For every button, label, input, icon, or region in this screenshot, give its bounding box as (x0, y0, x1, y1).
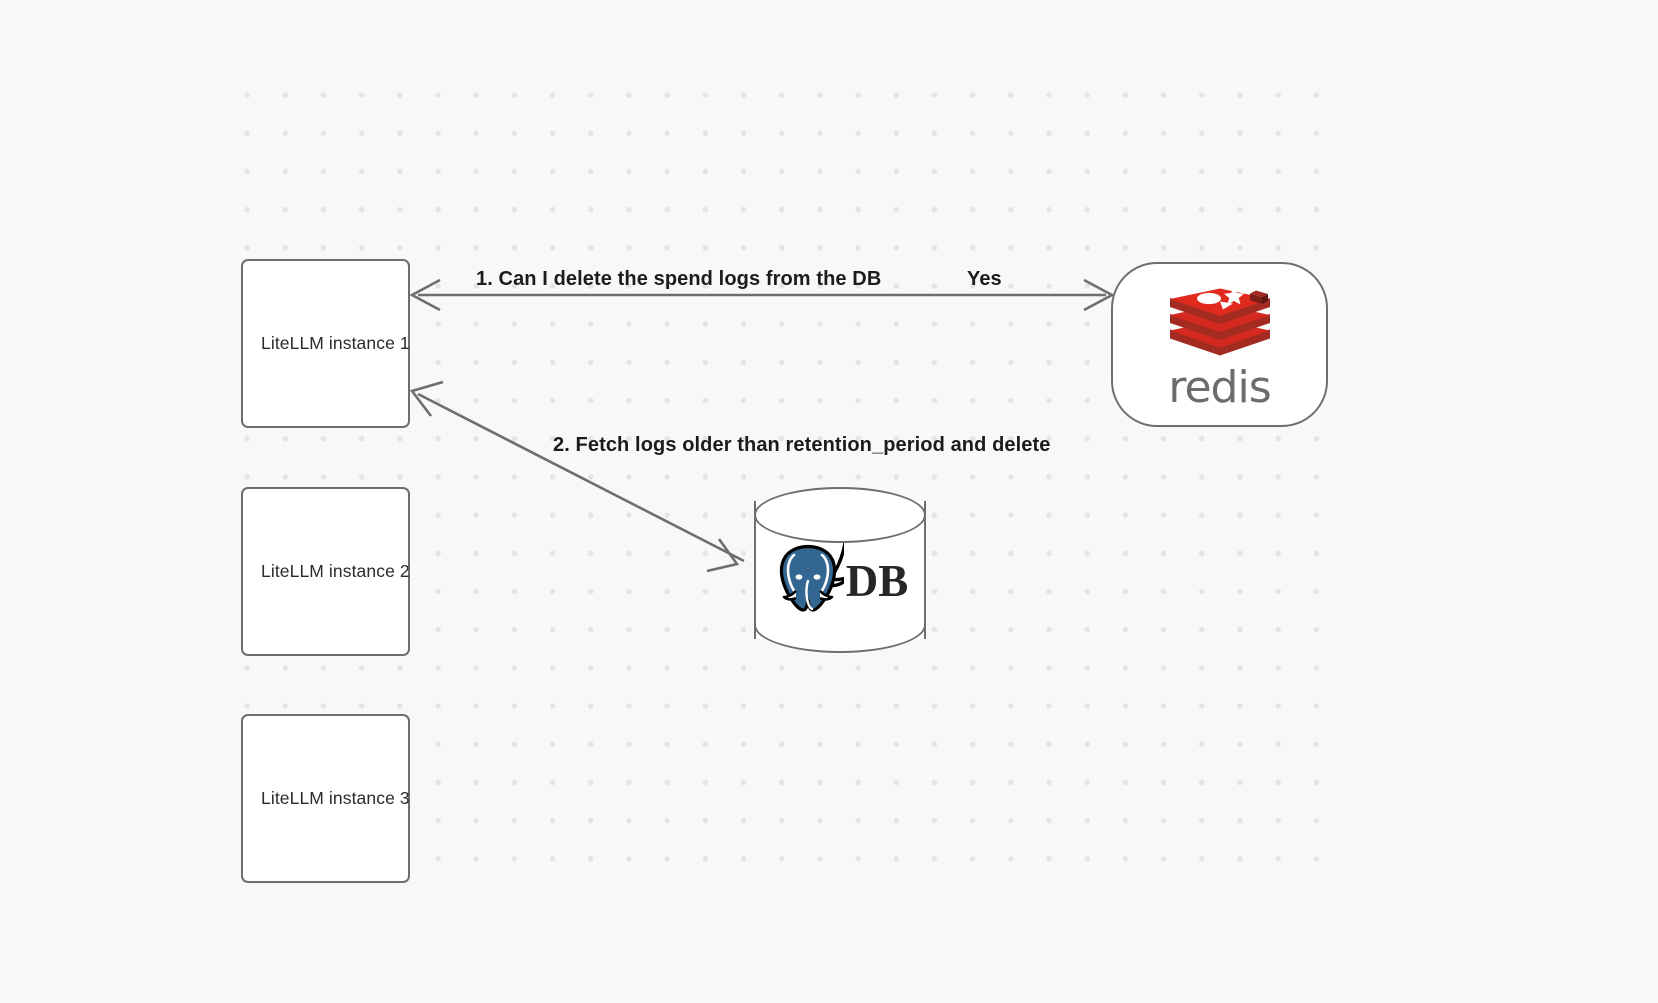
db-wordmark: DB (845, 555, 909, 606)
node-litellm-instance-2[interactable]: LiteLLM instance 2 (241, 487, 410, 656)
postgresql-elephant-icon (772, 530, 847, 620)
node-database[interactable]: DB (754, 487, 926, 653)
edge-label-fetch-logs-older-than-retention-period: 2. Fetch logs older than retention_perio… (553, 434, 1051, 456)
node-redis[interactable]: redis (1111, 262, 1328, 427)
node-litellm-instance-3[interactable]: LiteLLM instance 3 (241, 714, 410, 883)
redis-wordmark: redis (1168, 361, 1271, 413)
node-litellm-instance-3-label: LiteLLM instance 3 (261, 788, 410, 808)
edge-label-can-i-delete-spend-logs: 1. Can I delete the spend logs from the … (476, 268, 882, 290)
edge-litellm1-to-db (409, 380, 745, 573)
edge-label-yes: Yes (967, 268, 1002, 290)
redis-logo-wrap: redis (1168, 282, 1272, 410)
node-litellm-instance-1-label: LiteLLM instance 1 (261, 333, 410, 353)
redis-logo-icon (1168, 282, 1272, 361)
db-cylinder-shape (754, 487, 926, 653)
node-litellm-instance-2-label: LiteLLM instance 2 (261, 561, 410, 581)
db-content: DB (754, 530, 926, 623)
node-litellm-instance-1[interactable]: LiteLLM instance 1 (241, 259, 410, 428)
